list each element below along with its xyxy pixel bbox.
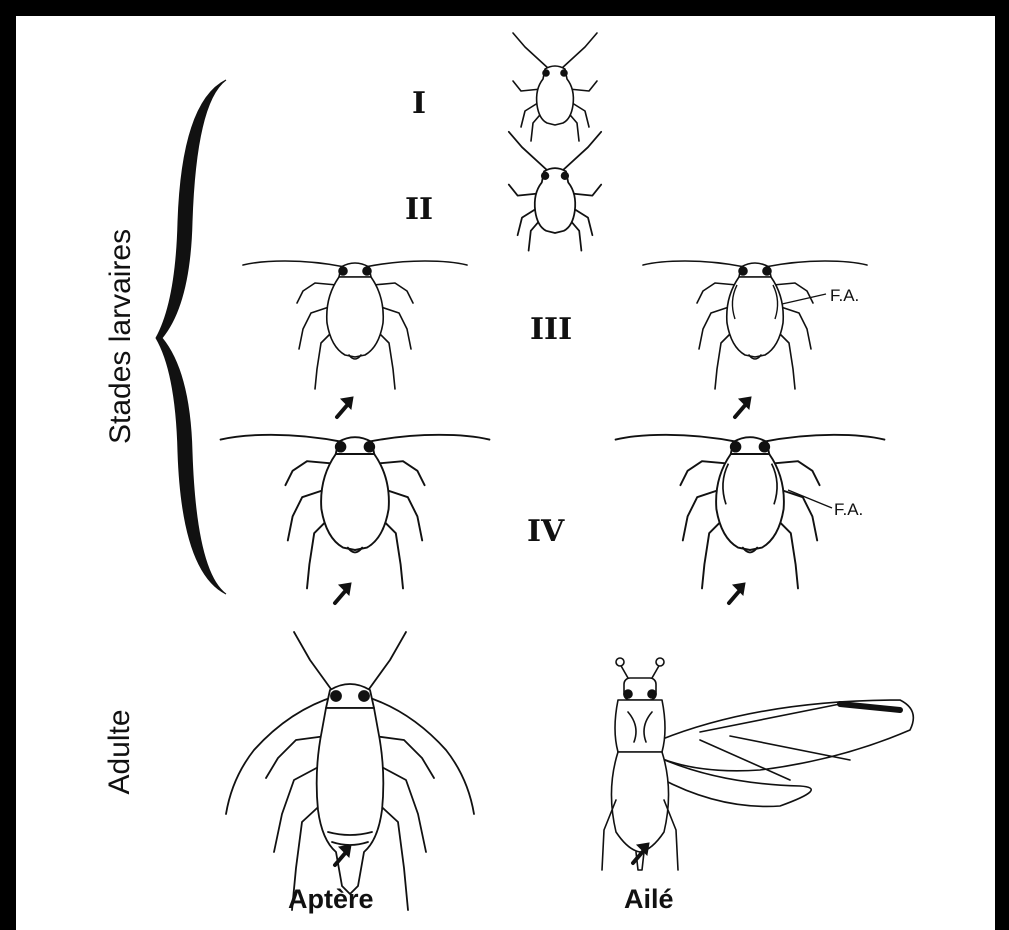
aphid-stage-3-aile: [640, 252, 870, 402]
adult-label: Adulte: [103, 692, 137, 812]
fa-pointer-3: [780, 290, 830, 310]
arrow-stage-3-aptere: [332, 392, 362, 422]
larval-stages-label: Stades larvaires: [104, 234, 138, 444]
arrow-adult-aile: [628, 838, 658, 868]
aphid-stage-3-aptere: [240, 252, 470, 402]
arrow-stage-4-aile: [724, 578, 754, 608]
caption-aile: Ailé: [624, 884, 674, 915]
stage-label-1: I: [412, 86, 426, 121]
arrow-adult-aptere: [330, 840, 360, 870]
fa-label-stage-3: F.A.: [830, 286, 859, 306]
arrow-stage-3-aile: [730, 392, 760, 422]
stage-label-3: III: [530, 312, 572, 347]
stage-label-2: II: [405, 192, 433, 227]
aphid-stage-1: [490, 30, 620, 160]
aphid-adult-aile: [600, 655, 900, 865]
fa-pointer-4: [786, 486, 836, 516]
arrow-stage-4-aptere: [330, 578, 360, 608]
fa-label-stage-4: F.A.: [834, 500, 863, 520]
caption-aptere: Aptère: [288, 884, 374, 915]
stage-label-4: IV: [527, 514, 564, 549]
aphid-stage-2: [480, 145, 630, 265]
